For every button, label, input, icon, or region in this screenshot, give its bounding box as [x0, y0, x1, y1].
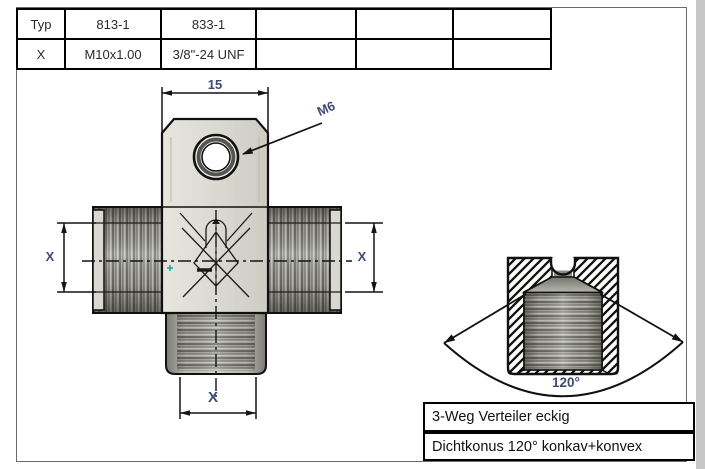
angle-annotation	[443, 293, 684, 398]
table-cell	[255, 8, 357, 40]
dimension-lines	[57, 87, 383, 419]
title-block-name: 3-Weg Verteiler eckig	[423, 402, 695, 432]
sheet-frame	[16, 7, 687, 462]
dim-label-right-thread: X	[357, 249, 367, 264]
table-cell	[452, 8, 552, 40]
left-arm-thread	[92, 206, 169, 314]
bottom-stem-thread	[165, 312, 267, 375]
table-cell	[452, 38, 552, 70]
right-arm-thread	[264, 206, 342, 314]
table-row: Typ 813-1 833-1	[16, 8, 552, 40]
table-cell: M10x1.00	[64, 38, 162, 70]
table-cell: 3/8"-24 UNF	[160, 38, 257, 70]
page-edge-shadow	[696, 0, 705, 469]
m6-hole	[192, 133, 240, 181]
threaded-bore	[523, 291, 603, 371]
table-cell	[355, 38, 454, 70]
dim-label-left-thread: X	[45, 249, 55, 264]
thread-spec-table: Typ 813-1 833-1 X M10x1.00 3/8"-24 UNF	[16, 8, 552, 70]
table-cell: 813-1	[64, 8, 162, 40]
dim-label-cone-angle: 120°	[552, 375, 580, 390]
dim-label-tab-width: 15	[207, 77, 223, 92]
table-cell	[355, 8, 454, 40]
front-view	[57, 87, 383, 419]
section-outline	[506, 256, 620, 376]
table-cell: X	[16, 38, 66, 70]
dim-label-bottom-thread: X	[207, 389, 218, 406]
mounting-tab	[93, 117, 341, 315]
centerlines	[82, 210, 352, 397]
table-cell: 833-1	[160, 8, 257, 40]
table-cell	[255, 38, 357, 70]
table-row: X M10x1.00 3/8"-24 UNF	[16, 38, 552, 70]
table-cell: Typ	[16, 8, 66, 40]
cone-section-view	[443, 256, 684, 398]
title-block-seal-spec: Dichtkonus 120° konkav+konvex	[423, 432, 695, 461]
